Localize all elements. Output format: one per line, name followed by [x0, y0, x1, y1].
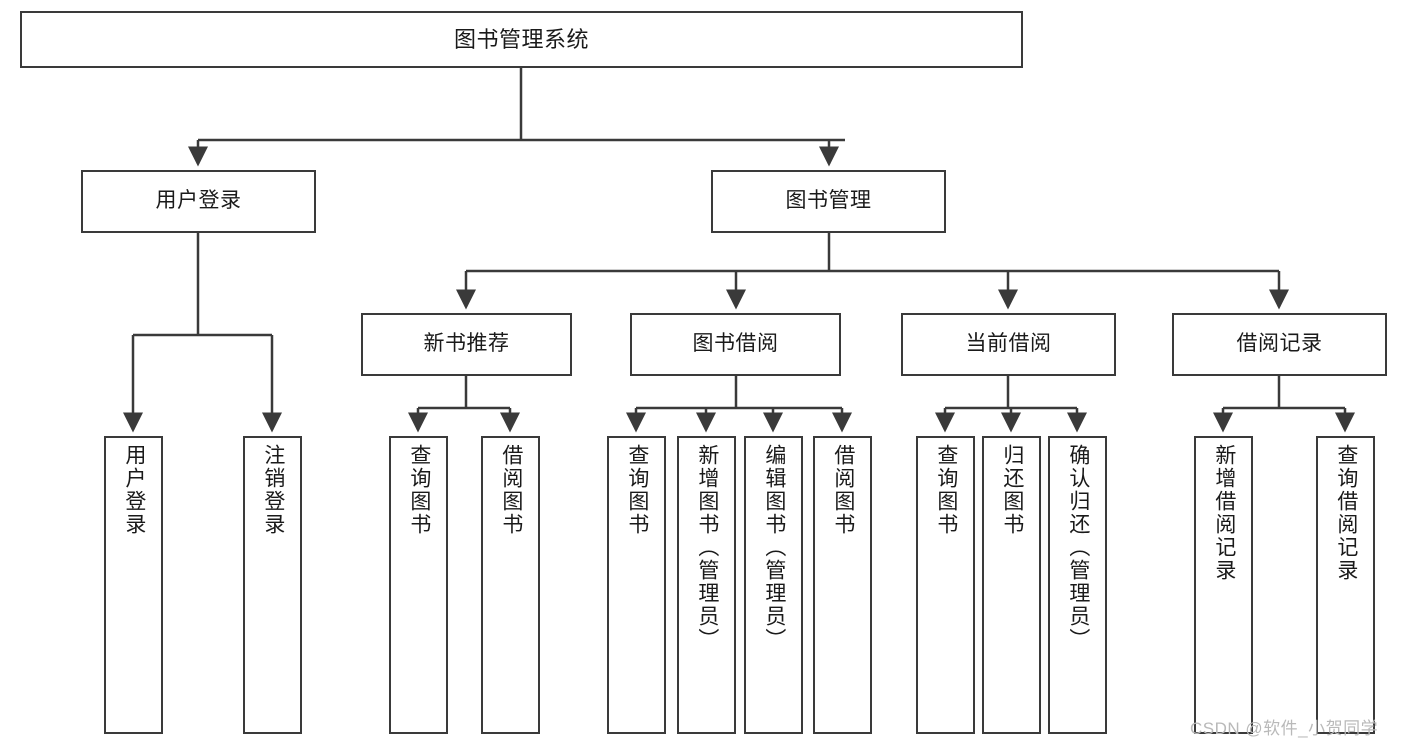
node-user-login[interactable]: 用户登录 [81, 170, 316, 233]
node-book-management[interactable]: 图书管理 [711, 170, 946, 233]
node-label: 图书借阅 [692, 332, 779, 356]
node-current-borrow[interactable]: 当前借阅 [901, 313, 1116, 376]
node-label: 借阅图书 [499, 444, 523, 536]
node-label: 注销登录 [261, 444, 285, 536]
leaf-borrow-borrow-book[interactable]: 借阅图书 [813, 436, 872, 734]
node-label: 查询图书 [625, 444, 649, 536]
leaf-current-confirm-return-admin[interactable]: 确认归还（管理员） [1048, 436, 1107, 734]
node-label: 借阅图书 [831, 444, 855, 536]
leaf-borrow-query-book[interactable]: 查询图书 [607, 436, 666, 734]
leaf-current-query-book[interactable]: 查询图书 [916, 436, 975, 734]
leaf-current-return-book[interactable]: 归还图书 [982, 436, 1041, 734]
node-root-system[interactable]: 图书管理系统 [20, 11, 1023, 68]
watermark: CSDN @软件_小贺同学 [1190, 719, 1379, 738]
node-new-book-recommend[interactable]: 新书推荐 [361, 313, 572, 376]
node-label: 编辑图书（管理员） [762, 444, 786, 651]
node-label: 新增图书（管理员） [695, 444, 719, 651]
node-label: 用户登录 [122, 444, 146, 536]
leaf-user-login-logout[interactable]: 注销登录 [243, 436, 302, 734]
leaf-new-book-borrow[interactable]: 借阅图书 [481, 436, 540, 734]
node-label: 查询图书 [407, 444, 431, 536]
node-label: 图书管理系统 [453, 26, 589, 52]
node-label: 图书管理 [785, 189, 872, 213]
node-label: 归还图书 [1000, 444, 1024, 536]
leaf-record-add-record[interactable]: 新增借阅记录 [1194, 436, 1253, 734]
leaf-user-login-login[interactable]: 用户登录 [104, 436, 163, 734]
leaf-new-book-query[interactable]: 查询图书 [389, 436, 448, 734]
node-label: 确认归还（管理员） [1066, 444, 1090, 651]
node-label: 借阅记录 [1236, 332, 1323, 356]
node-label: 当前借阅 [965, 332, 1052, 356]
leaf-record-query-record[interactable]: 查询借阅记录 [1316, 436, 1375, 734]
node-label: 新书推荐 [423, 332, 510, 356]
leaf-borrow-add-book-admin[interactable]: 新增图书（管理员） [677, 436, 736, 734]
node-label: 查询图书 [934, 444, 958, 536]
node-label: 用户登录 [155, 189, 242, 213]
node-book-borrow[interactable]: 图书借阅 [630, 313, 841, 376]
node-label: 新增借阅记录 [1212, 444, 1236, 582]
leaf-borrow-edit-book-admin[interactable]: 编辑图书（管理员） [744, 436, 803, 734]
node-borrow-record[interactable]: 借阅记录 [1172, 313, 1387, 376]
node-label: 查询借阅记录 [1334, 444, 1358, 582]
